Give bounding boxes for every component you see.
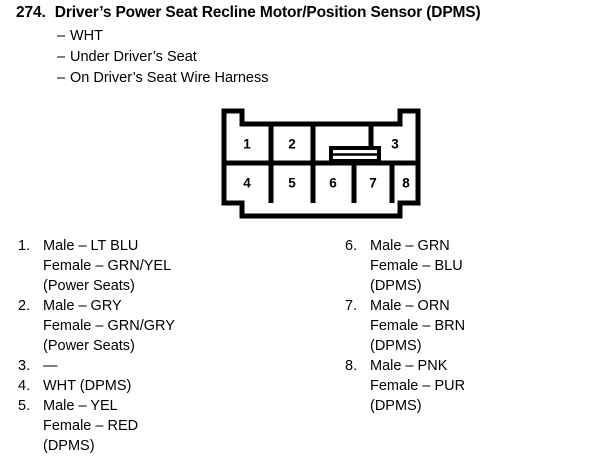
pin-description: Male – YEL Female – RED (DPMS) — [43, 396, 318, 456]
entry-attribute: – Under Driver’s Seat — [57, 47, 537, 68]
pin-description: WHT (DPMS) — [43, 376, 318, 396]
pin-description-line: Female – RED — [43, 418, 139, 434]
pin-label-1: 1 — [243, 137, 251, 152]
entry-number: 274. — [16, 4, 46, 21]
connector-diagram: 1 2 3 4 5 6 7 8 — [214, 106, 446, 226]
pin-description-line: — — [43, 358, 58, 374]
pin-description-line: Female – GRN/YEL — [43, 258, 172, 274]
pin-number: 4. — [18, 378, 31, 394]
pin-label-8: 8 — [402, 176, 410, 191]
pin-legend: 1. Male – LT BLU Female – GRN/YEL (Power… — [0, 236, 606, 462]
entry-attribute: – On Driver’s Seat Wire Harness — [57, 68, 537, 89]
pin-description-line: Female – PUR — [370, 378, 466, 394]
pin-description-line: Male – GRY — [43, 298, 122, 314]
pin-description-line: Male – PNK — [370, 358, 448, 374]
pin-description-line: Female – BRN — [370, 318, 466, 334]
dash-marker: – — [57, 70, 66, 86]
pin-description: Male – LT BLU Female – GRN/YEL (Power Se… — [43, 236, 318, 296]
pin-description-line: (Power Seats) — [43, 338, 135, 354]
entry-attribute-label: Under Driver’s Seat — [70, 49, 197, 65]
pin-number: 1. — [18, 238, 31, 254]
pin-description-line: Female – GRN/GRY — [43, 318, 175, 334]
list-item: 7. Male – ORN Female – BRN (DPMS) — [345, 296, 595, 356]
pin-description: Male – ORN Female – BRN (DPMS) — [370, 296, 595, 356]
pin-number: 2. — [18, 298, 31, 314]
dash-marker: – — [57, 28, 66, 44]
pin-description-line: (DPMS) — [370, 278, 422, 294]
pin-description: Male – PNK Female – PUR (DPMS) — [370, 356, 595, 416]
pin-description: — — [43, 356, 318, 376]
pin-description-line: WHT (DPMS) — [43, 378, 132, 394]
pin-number: 3. — [18, 358, 31, 374]
list-item: 4. WHT (DPMS) — [18, 376, 318, 396]
pin-description: Male – GRN Female – BLU (DPMS) — [370, 236, 595, 296]
entry-attributes-list: – WHT – Under Driver’s Seat – On Driver’… — [57, 26, 537, 89]
list-item: 8. Male – PNK Female – PUR (DPMS) — [345, 356, 595, 416]
entry-title: Driver’s Power Seat Recline Motor/Positi… — [54, 4, 481, 21]
pin-label-7: 7 — [369, 176, 377, 191]
pin-label-3: 3 — [391, 137, 399, 152]
pin-number: 5. — [18, 398, 31, 414]
pin-description-line: (DPMS) — [370, 398, 422, 414]
pin-label-6: 6 — [329, 176, 337, 191]
pin-label-4: 4 — [243, 176, 251, 191]
pin-description-line: Female – BLU — [370, 258, 463, 274]
pin-label-5: 5 — [288, 176, 296, 191]
pin-description-line: (DPMS) — [43, 438, 95, 454]
entry-attribute-label: WHT — [70, 28, 104, 44]
pin-number: 8. — [345, 358, 358, 374]
pin-description: Male – GRY Female – GRN/GRY (Power Seats… — [43, 296, 318, 356]
list-item: 2. Male – GRY Female – GRN/GRY (Power Se… — [18, 296, 318, 356]
list-item: 6. Male – GRN Female – BLU (DPMS) — [345, 236, 595, 296]
pin-description-line: Male – YEL — [43, 398, 118, 414]
pin-description-line: (DPMS) — [370, 338, 422, 354]
pin-description-line: Male – GRN — [370, 238, 450, 254]
page-title: 274. Driver’s Power Seat Recline Motor/P… — [16, 4, 606, 22]
dash-marker: – — [57, 49, 66, 65]
pin-number: 7. — [345, 298, 358, 314]
pin-description-line: Male – ORN — [370, 298, 450, 314]
entry-attribute-label: On Driver’s Seat Wire Harness — [70, 70, 269, 86]
pin-description-line: Male – LT BLU — [43, 238, 139, 254]
pin-label-2: 2 — [288, 137, 296, 152]
list-item: 5. Male – YEL Female – RED (DPMS) — [18, 396, 318, 456]
connector-svg: 1 2 3 4 5 6 7 8 — [221, 108, 421, 219]
pin-legend-column-right: 6. Male – GRN Female – BLU (DPMS) 7. Mal… — [345, 236, 595, 416]
entry-attribute: – WHT — [57, 26, 537, 47]
pin-legend-column-left: 1. Male – LT BLU Female – GRN/YEL (Power… — [18, 236, 318, 456]
list-item: 3. — — [18, 356, 318, 376]
list-item: 1. Male – LT BLU Female – GRN/YEL (Power… — [18, 236, 318, 296]
pin-number: 6. — [345, 238, 358, 254]
pin-description-line: (Power Seats) — [43, 278, 135, 294]
